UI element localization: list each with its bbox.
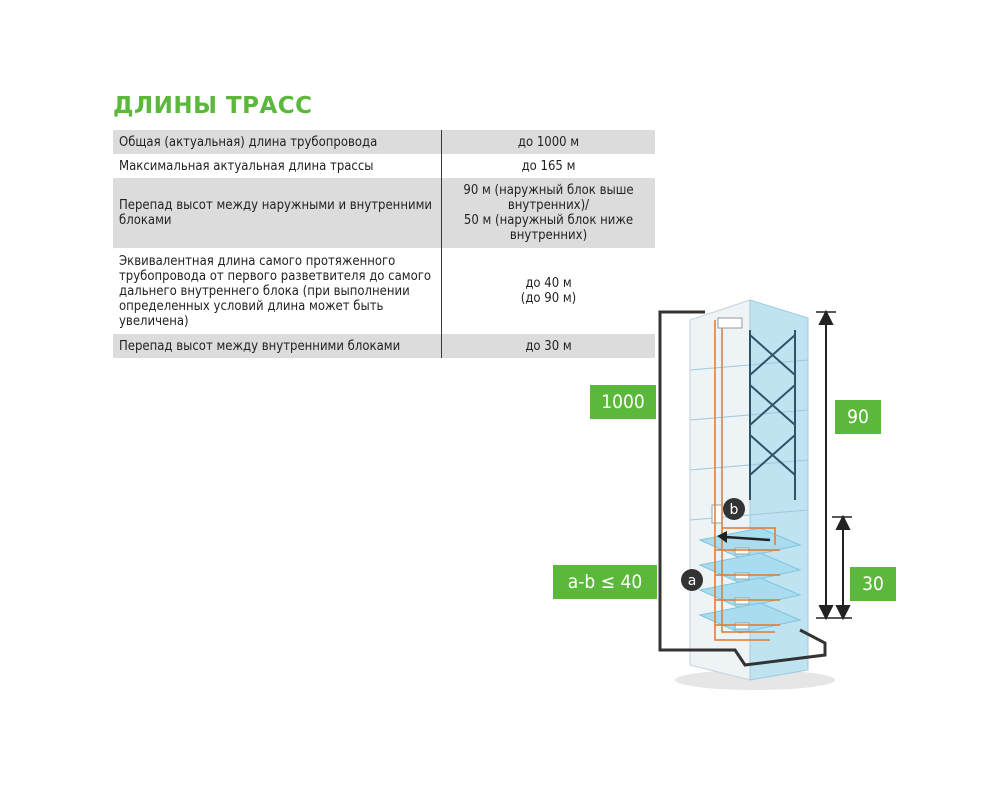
marker-a bbox=[681, 569, 703, 591]
page-title: ДЛИНЫ ТРАСС bbox=[113, 93, 313, 119]
indoor-height-badge: 30 bbox=[850, 567, 896, 601]
table-row: Максимальная актуальная длина трассы до … bbox=[113, 154, 655, 178]
row-value: 90 м (наружный блок выше внутренних)/ 50… bbox=[441, 178, 655, 248]
row-label: Эквивалентная длина самого протяженного … bbox=[113, 248, 442, 334]
marker-a-label: a bbox=[688, 573, 697, 589]
pipe-length-table: Общая (актуальная) длина трубопровода до… bbox=[113, 130, 655, 358]
row-value: до 1000 м bbox=[441, 130, 655, 154]
table-row: Эквивалентная длина самого протяженного … bbox=[113, 248, 655, 334]
height-dimension-90 bbox=[818, 309, 834, 621]
total-length-badge: 1000 bbox=[590, 385, 656, 419]
marker-b bbox=[723, 498, 745, 520]
row-value: до 30 м bbox=[441, 334, 655, 358]
row-label: Перепад высот между внутренними блоками bbox=[113, 334, 442, 358]
table-row: Общая (актуальная) длина трубопровода до… bbox=[113, 130, 655, 154]
row-value: до 165 м bbox=[441, 154, 655, 178]
table-row: Перепад высот между наружными и внутренн… bbox=[113, 178, 655, 248]
height-dimension-30 bbox=[835, 514, 851, 621]
outdoor-height-badge: 90 bbox=[835, 400, 881, 434]
row-label: Общая (актуальная) длина трубопровода bbox=[113, 130, 442, 154]
marker-b-label: b bbox=[730, 502, 739, 518]
length-formula-badge: a-b ≤ 40 bbox=[553, 565, 657, 599]
row-label: Перепад высот между наружными и внутренн… bbox=[113, 178, 442, 248]
row-value: до 40 м (до 90 м) bbox=[441, 248, 655, 334]
row-label: Максимальная актуальная длина трассы bbox=[113, 154, 442, 178]
building-illustration: b a bbox=[658, 299, 852, 690]
table-row: Перепад высот между внутренними блоками … bbox=[113, 334, 655, 358]
